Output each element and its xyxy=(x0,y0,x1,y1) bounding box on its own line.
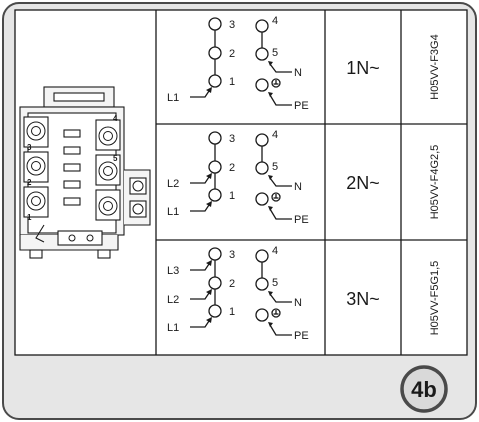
terminal-1-label: 1 xyxy=(229,76,235,88)
figure-badge xyxy=(400,365,448,413)
cable-type-row3: H05VV-F5G1,5 xyxy=(429,261,441,336)
terminal-5-label: 5 xyxy=(272,47,278,59)
earth-icon xyxy=(271,78,281,88)
earth-terminal-circle xyxy=(255,78,269,92)
block-label-5: 5 xyxy=(113,154,118,163)
neutral-label: N xyxy=(294,67,302,79)
schematic-row-3: 1 2 3 4 5N PE L1 L2 L3 xyxy=(167,245,309,342)
terminal-block-labels: 4 3 5 2 1 xyxy=(27,114,118,222)
schematic-row-1: 1 2 3 4 5N PE L1 xyxy=(167,15,309,112)
arrow-icon xyxy=(206,201,212,207)
earth-wire xyxy=(269,324,292,336)
arrow-icon xyxy=(268,175,273,180)
earth-terminal-circle xyxy=(255,308,269,322)
phase-label-l2: L2 xyxy=(167,294,179,306)
figure-badge-label: 4b xyxy=(411,377,437,402)
earth-icon xyxy=(271,308,281,318)
arrow-icon xyxy=(206,173,212,179)
arrow-icon xyxy=(268,92,273,97)
terminal-3-label: 3 xyxy=(229,133,235,145)
block-label-2: 2 xyxy=(27,178,32,187)
terminal-4-label: 4 xyxy=(272,245,278,257)
earth-label: PE xyxy=(294,214,309,226)
earth-label: PE xyxy=(294,100,309,112)
cable-type-row2: H05VV-F4G2,5 xyxy=(429,145,441,220)
block-label-3: 3 xyxy=(27,143,32,152)
earth-wire xyxy=(269,208,292,220)
arrow-icon xyxy=(268,61,273,66)
arrow-icon xyxy=(206,289,212,295)
terminal-2-label: 2 xyxy=(229,162,235,174)
earth-icon xyxy=(271,192,281,202)
phase-label-l1: L1 xyxy=(167,322,179,334)
terminal-5-label: 5 xyxy=(272,161,278,173)
terminal-1-label: 1 xyxy=(229,190,235,202)
neutral-label: N xyxy=(294,297,302,309)
phase-label-l3: L3 xyxy=(167,265,179,277)
earth-label: PE xyxy=(294,330,309,342)
earth-wire xyxy=(269,94,292,106)
terminal-3-label: 3 xyxy=(229,249,235,261)
arrow-icon xyxy=(268,322,273,327)
phase-label-l1: L1 xyxy=(167,92,179,104)
arrow-icon xyxy=(206,317,212,323)
schematic-row-2: 1 2 3 4 5N PE L1 L2 xyxy=(167,129,309,226)
terminal-2-label: 2 xyxy=(229,48,235,60)
arrow-icon xyxy=(268,206,273,211)
arrow-icon xyxy=(206,260,212,266)
arrow-icon xyxy=(206,87,212,93)
terminal-3-label: 3 xyxy=(229,19,235,31)
phase-label-l2: L2 xyxy=(167,178,179,190)
connection-type-row2: 2N~ xyxy=(346,173,380,193)
neutral-wire xyxy=(269,293,292,303)
connection-type-row1: 1N~ xyxy=(346,58,380,78)
phase-label-l1: L1 xyxy=(167,206,179,218)
earth-terminal-circle xyxy=(255,192,269,206)
terminal-5-label: 5 xyxy=(272,277,278,289)
block-label-4: 4 xyxy=(113,114,118,123)
terminal-4-label: 4 xyxy=(272,15,278,27)
screw-icons xyxy=(26,121,144,242)
connection-type-row3: 3N~ xyxy=(346,289,380,309)
terminal-2-label: 2 xyxy=(229,278,235,290)
neutral-wire xyxy=(269,177,292,187)
neutral-label: N xyxy=(294,181,302,193)
neutral-wire xyxy=(269,63,292,73)
terminal-4-label: 4 xyxy=(272,129,278,141)
arrow-icon xyxy=(268,291,273,296)
cable-type-row1: H05VV-F3G4 xyxy=(429,34,441,99)
block-label-1: 1 xyxy=(27,213,32,222)
terminal-1-label: 1 xyxy=(229,306,235,318)
